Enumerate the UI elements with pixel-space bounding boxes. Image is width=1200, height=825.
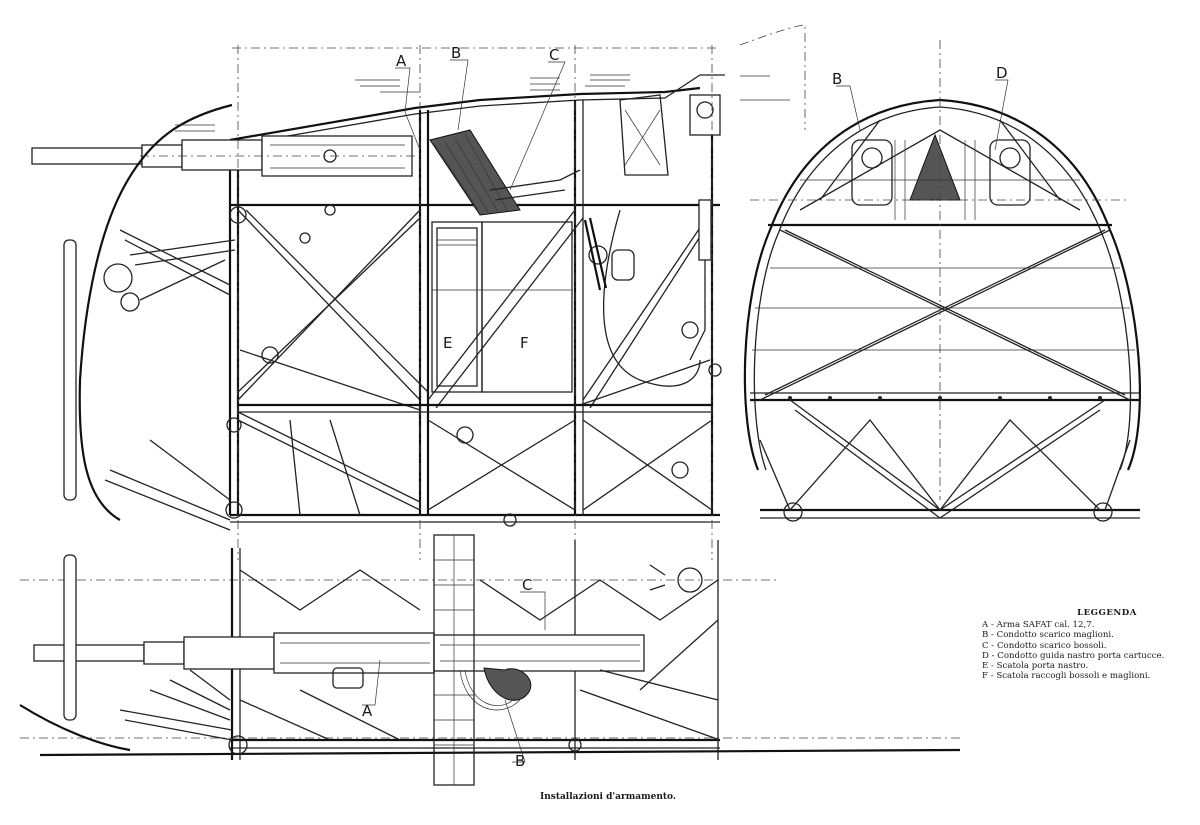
callout-d-front: D <box>996 64 1008 82</box>
side-view-upper: E F <box>31 24 806 560</box>
callout-a-bottom: A <box>362 702 373 720</box>
legend-item-a: A - Arma SAFAT cal. 12,7. <box>982 620 1095 631</box>
callout-a-top: A <box>396 52 407 70</box>
legend: LEGGENDA A - Arma SAFAT cal. 12,7. B - C… <box>982 608 1192 681</box>
legend-title: LEGGENDA <box>1077 608 1137 618</box>
legend-item-d: D - Condotto guida nastro porta cartucce… <box>982 650 1165 661</box>
callout-b-top: B <box>451 44 461 62</box>
callout-f-top: F <box>520 334 529 352</box>
callout-c-top: C <box>549 46 559 64</box>
drawing-caption: Installazioni d'armamento. <box>540 792 677 802</box>
front-section-view: B D <box>743 40 1141 522</box>
legend-item-b: B - Condotto scarico maglioni. <box>982 630 1114 641</box>
plan-view-lower: C A B <box>19 534 961 786</box>
legend-item-f: F - Scatola raccogli bossoli e maglioni. <box>982 671 1151 682</box>
callout-b-front: B <box>832 70 842 88</box>
legend-item-c: C - Condotto scarico bossoli. <box>982 640 1107 651</box>
callout-c-bottom: C <box>522 576 532 594</box>
callout-b-bottom: B <box>515 752 525 770</box>
legend-item-e: E - Scatola porta nastro. <box>982 661 1089 672</box>
callout-e-top: E <box>443 334 452 352</box>
